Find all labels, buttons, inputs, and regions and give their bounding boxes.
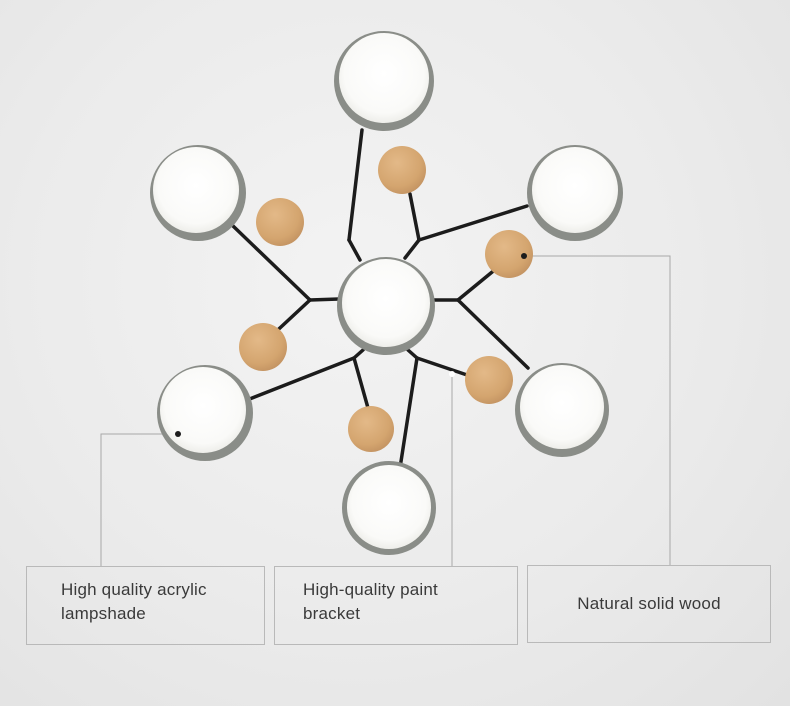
callout-box-acrylic-lampshade: High quality acrylic lampshade: [26, 566, 265, 645]
callout-line-wood: [524, 255, 671, 565]
wood-disc: [239, 323, 287, 371]
callout-box-paint-bracket: High-quality paint bracket: [274, 566, 518, 645]
wood-disc: [256, 198, 304, 246]
callout-text-line: bracket: [303, 604, 361, 623]
lamp-shades: [150, 31, 623, 555]
callout-text: Natural solid wood: [577, 594, 721, 613]
lamp-shade-top: [334, 31, 434, 131]
lamp-shade-bottom: [342, 461, 436, 555]
callout-dot-wood: [521, 253, 527, 259]
callout-box-solid-wood: Natural solid wood: [527, 565, 771, 643]
lamp-shade-lower-left: [157, 365, 253, 461]
callout-dot-bracket: [449, 371, 455, 377]
wood-disc: [485, 230, 533, 278]
wood-disc: [348, 406, 394, 452]
callout-text-line: lampshade: [61, 604, 146, 623]
callout-lines: [100, 255, 671, 566]
bracket-arms: [230, 128, 530, 470]
lamp-shade-upper-right: [527, 145, 623, 241]
callout-text-line: High quality acrylic: [61, 580, 207, 599]
callout-text-line: High-quality paint: [303, 580, 438, 599]
wood-discs: [239, 146, 533, 452]
lamp-shade-upper-left: [150, 145, 246, 241]
lamp-shade-center: [337, 257, 435, 355]
lamp-shade-lower-right: [515, 363, 609, 457]
callout-dots: [175, 253, 527, 437]
callout-dot-acrylic: [175, 431, 181, 437]
callout-line-acrylic: [100, 433, 178, 566]
wood-disc: [378, 146, 426, 194]
wood-disc: [465, 356, 513, 404]
